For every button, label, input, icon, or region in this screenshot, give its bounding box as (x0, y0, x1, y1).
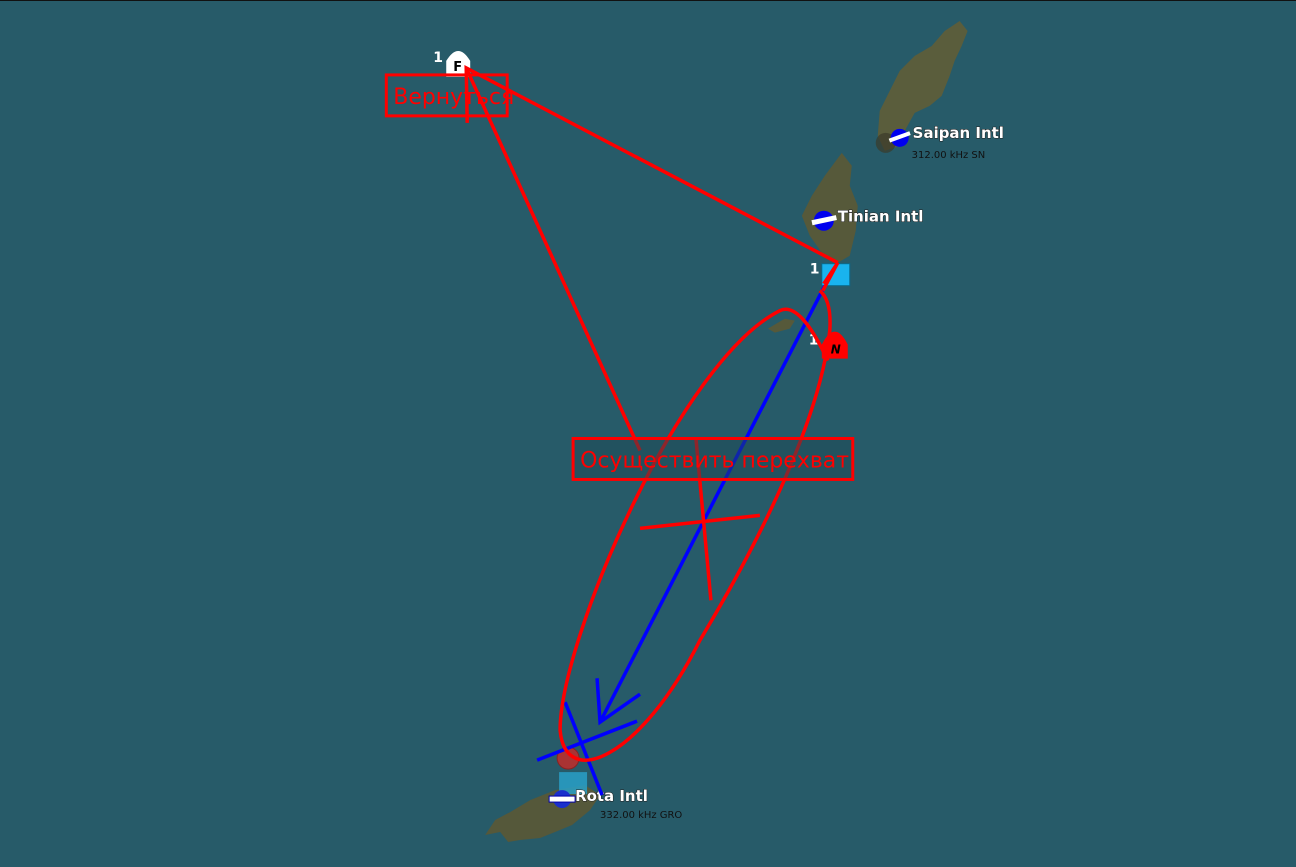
red-drawings (464, 65, 840, 762)
ship-icon (559, 772, 588, 795)
unit-letter: F (453, 60, 462, 75)
airport-rota[interactable]: 332.00 kHz GRO Rota Intl (548, 746, 682, 821)
intercept-annotation[interactable]: Осуществить перехват (571, 436, 855, 481)
runway-icon (888, 131, 911, 143)
return-annotation[interactable]: Вернуться (384, 73, 514, 118)
planned-route (536, 284, 827, 796)
aguijan-islet (767, 318, 795, 333)
friendly-air-icon (446, 50, 471, 75)
airport-frequency: 312.00 kHz SN (912, 150, 986, 161)
runway-icon (548, 795, 576, 803)
unit-count: 1 (433, 50, 443, 66)
unit-count: 1 (810, 262, 820, 278)
airport-label: Saipan Intl (913, 124, 1004, 142)
airport-label: Rota Intl (575, 787, 648, 805)
unit-letter: N (831, 343, 841, 357)
saipan-island (877, 20, 968, 151)
return-label: Вернуться (393, 85, 514, 110)
airport-label: Tinian Intl (838, 208, 924, 226)
runway-icon (811, 215, 837, 226)
airport-saipan[interactable]: 312.00 kHz SN Saipan Intl (875, 123, 1004, 161)
tinian-island (801, 152, 858, 263)
intercept-label: Осуществить перехват (580, 448, 849, 473)
unit-count: 1 (809, 333, 819, 349)
airport-frequency: 332.00 kHz GRO (600, 810, 682, 821)
airport-tinian[interactable]: Tinian Intl (811, 207, 924, 231)
